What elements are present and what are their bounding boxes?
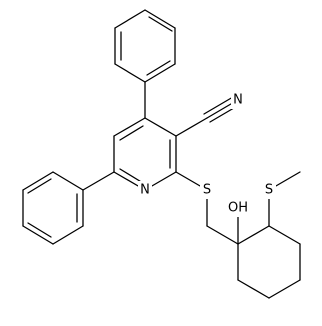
bond (148, 16, 173, 32)
atom-symbol: S (203, 183, 211, 198)
methylthio-sulfur-label: S (262, 181, 276, 199)
atom-labels-layer: N N S S OH (138, 91, 276, 217)
bond (52, 171, 84, 191)
nitrile-nitrogen-label: N (231, 91, 245, 109)
bond (113, 117, 146, 137)
bond (27, 222, 52, 238)
bond (82, 171, 115, 191)
bond (114, 9, 146, 29)
bond (22, 225, 54, 245)
bond (144, 9, 176, 29)
bond (22, 171, 54, 191)
bond (268, 279, 301, 299)
atom-symbol: OH (228, 201, 248, 216)
bond (114, 63, 146, 83)
bond (144, 117, 177, 137)
bond (206, 225, 239, 245)
bond (237, 279, 270, 299)
ring-nitrogen-label: N (138, 181, 152, 199)
bonds-layer (22, 9, 301, 299)
bond (144, 63, 176, 83)
atom-symbol: S (265, 183, 273, 198)
bond (175, 117, 208, 137)
bond (268, 225, 301, 245)
thioether-sulfur-label: S (200, 181, 214, 199)
bond (237, 225, 270, 245)
bond (52, 225, 84, 245)
bond (146, 60, 171, 76)
bond (119, 168, 144, 184)
bond (119, 125, 144, 141)
bond (27, 178, 52, 194)
bond (203, 96, 234, 115)
atom-symbol: N (140, 183, 150, 198)
hydroxyl-label: OH (228, 199, 250, 217)
atom-symbol: N (233, 93, 243, 108)
